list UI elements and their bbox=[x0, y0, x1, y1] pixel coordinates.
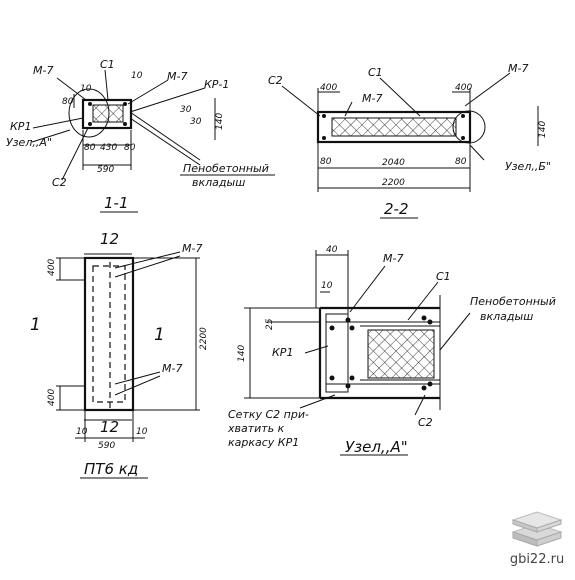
node-a-frame-kr1 bbox=[325, 313, 349, 393]
dim-80a-22: 80 bbox=[320, 157, 332, 167]
node-a-foam-insert bbox=[367, 329, 435, 379]
plan-label-m7-top: М-7 bbox=[182, 242, 202, 255]
plan-dim-400: 400 bbox=[47, 259, 57, 276]
section-2-2-outline bbox=[316, 110, 472, 144]
node-a-foam2: вкладыш bbox=[480, 310, 533, 323]
node-b-circle bbox=[452, 110, 486, 144]
watermark: gbi22.ru bbox=[507, 502, 567, 567]
dim-400a: 400 bbox=[320, 83, 337, 93]
plan-dim-10b: 10 bbox=[136, 427, 148, 437]
plan-view: 12 12 1 1 М-7 М-7 400 2200 400 10 590 10… bbox=[30, 230, 209, 479]
section-title-2-2: 2-2 bbox=[384, 200, 409, 218]
plan-section-1-right: 1 bbox=[154, 325, 165, 345]
plan-dim-400b: 400 bbox=[47, 389, 57, 406]
plan-inner-dashed bbox=[92, 265, 126, 403]
label-m7-top-22: М-7 bbox=[508, 62, 528, 75]
plan-outline bbox=[83, 256, 135, 412]
node-a-note-line3: каркасу КР1 bbox=[228, 436, 299, 449]
dim-140-22: 140 bbox=[538, 121, 548, 138]
node-a-label-c2: С2 bbox=[418, 416, 433, 429]
label-m7-mid-22: М-7 bbox=[362, 92, 382, 105]
dim-30a: 30 bbox=[180, 105, 192, 115]
node-a-foam1: Пенобетонный bbox=[470, 295, 556, 308]
watermark-logo-icon bbox=[511, 511, 563, 547]
foam-callout-line1: Пенобетонный bbox=[183, 162, 269, 175]
dim-80b: 80 bbox=[84, 143, 96, 153]
section-1-1: М-7 С1 10 10 М-7 КР-1 80 30 30 140 КР1 У… bbox=[6, 58, 229, 213]
dim-80c: 80 bbox=[124, 143, 136, 153]
node-a-dim-140: 140 bbox=[237, 345, 247, 362]
node-a-detail: 40 М-7 С1 10 25 140 Пенобетонный вкладыш… bbox=[227, 245, 556, 456]
label-node-b: Узел,,Б" bbox=[505, 160, 551, 173]
node-a-dim-40: 40 bbox=[326, 245, 338, 255]
label-node-a: Узел,,А" bbox=[6, 136, 52, 149]
section-title-1-1: 1-1 bbox=[104, 194, 129, 212]
dim-2040: 2040 bbox=[382, 158, 405, 168]
watermark-text: gbi22.ru bbox=[509, 552, 565, 567]
node-a-dim-25: 25 bbox=[265, 318, 275, 330]
dim-430: 430 bbox=[100, 143, 117, 153]
plan-title: ПТ6 кд bbox=[84, 460, 138, 478]
section-2-2-foam-insert bbox=[331, 117, 457, 137]
plan-dim-2200: 2200 bbox=[199, 327, 209, 350]
foam-callout-line2: вкладыш bbox=[192, 176, 245, 189]
label-c1: С1 bbox=[100, 58, 115, 71]
node-a-dim-10: 10 bbox=[321, 281, 333, 291]
plan-dim-10a: 10 bbox=[76, 427, 88, 437]
node-a-note-line1: Сетку С2 при- bbox=[228, 408, 309, 421]
dim-80b-22: 80 bbox=[455, 157, 467, 167]
label-m7-left: М-7 bbox=[33, 64, 53, 77]
node-a-label-m7: М-7 bbox=[383, 252, 403, 265]
dim-590: 590 bbox=[97, 165, 114, 175]
dim-140: 140 bbox=[215, 113, 225, 130]
dim-top-10: 10 bbox=[131, 71, 143, 81]
plan-dim-590: 590 bbox=[98, 441, 115, 451]
node-a-label-c1: С1 bbox=[436, 270, 451, 283]
section-2-2: С2 С1 М-7 М-7 400 400 140 80 2040 80 Узе… bbox=[268, 62, 551, 219]
dim-80: 80 bbox=[62, 97, 74, 107]
label-c2: С2 bbox=[52, 176, 67, 189]
dim-400b: 400 bbox=[455, 83, 472, 93]
label-kr1-left: КР1 bbox=[10, 120, 31, 133]
dim-10-left: 10 bbox=[80, 84, 92, 94]
label-kr1-right: КР-1 bbox=[204, 78, 229, 91]
node-a-title: Узел,,А" bbox=[345, 438, 408, 456]
foam-callout: Пенобетонный вкладыш bbox=[180, 162, 275, 189]
node-a-note-line2: хватить к bbox=[227, 422, 285, 435]
section-1-1-outline bbox=[81, 98, 133, 130]
node-a-label-kr1: КР1 bbox=[272, 346, 293, 359]
plan-top-12: 12 bbox=[100, 230, 119, 248]
label-c1-22: С1 bbox=[368, 66, 383, 79]
node-a-circle bbox=[68, 88, 110, 138]
plan-label-m7-bot: М-7 bbox=[162, 362, 182, 375]
plan-bot-12: 12 bbox=[100, 418, 119, 436]
dim-2200: 2200 bbox=[382, 178, 405, 188]
label-m7-right: М-7 bbox=[167, 70, 187, 83]
plan-section-1-left: 1 bbox=[30, 315, 41, 335]
dim-30b: 30 bbox=[190, 117, 202, 127]
label-c2-22: С2 bbox=[268, 74, 283, 87]
